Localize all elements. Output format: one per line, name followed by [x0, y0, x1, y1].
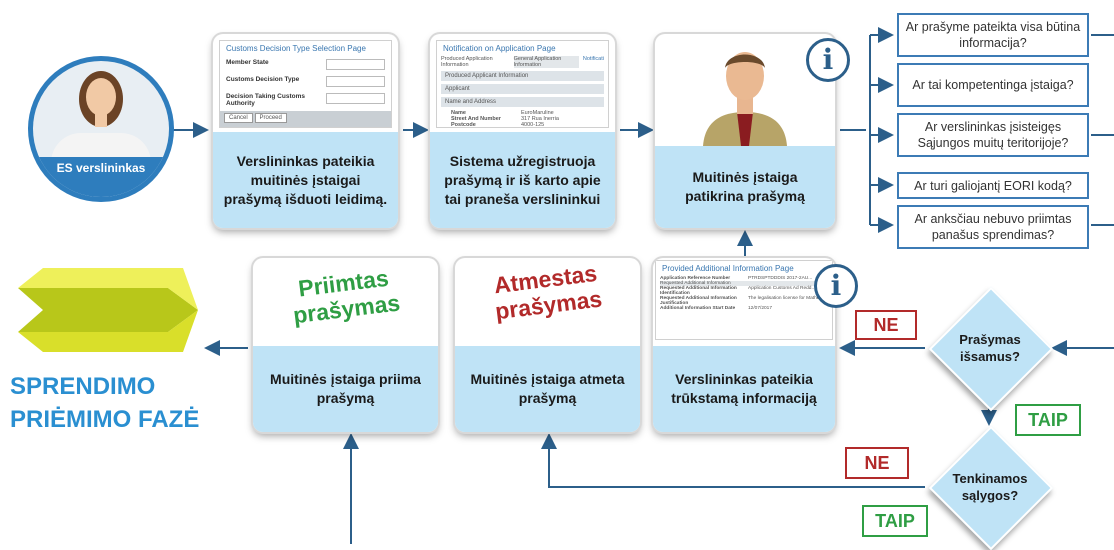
row-value: The legalisation license for Mathe ... — [748, 296, 825, 301]
phase-title: SPRENDIMO PRIĖMIMO FAZĖ — [10, 370, 199, 436]
row-key: Street And Number — [451, 116, 501, 122]
decision-complete-label: Prašymas išsamus? — [959, 332, 1021, 364]
row-value: PTRDSPTDDDIS 2017-2AU... — [748, 276, 813, 281]
member-state-field[interactable] — [326, 59, 385, 70]
step-reject-card: Atmestas prašymas Muitinės įstaiga atmet… — [455, 258, 640, 432]
additional-info-screenshot: Provided Additional Information Page App… — [655, 260, 833, 340]
field-label: Decision Taking Customs Authority — [226, 93, 305, 107]
question-box: Ar tai kompetentinga įstaiga? — [897, 63, 1089, 107]
section-bar: Produced Applicant Information — [441, 71, 604, 81]
decision-conditions-label: Tenkinamos sąlygos? — [952, 471, 1028, 503]
row-key: Name — [451, 110, 466, 116]
proceed-button[interactable]: Proceed — [254, 113, 287, 123]
step-caption: Muitinės įstaiga priima prašymą — [253, 346, 438, 432]
step-submit-card: Customs Decision Type Selection Page Mem… — [213, 34, 398, 228]
row-value: 4000-125 — [521, 122, 545, 128]
info-icon[interactable]: i — [806, 38, 850, 82]
phase-line-1: SPRENDIMO — [10, 373, 156, 400]
row-key: Application Reference Number — [660, 276, 731, 281]
section-bar: Applicant — [441, 84, 604, 94]
official-photo — [665, 42, 825, 146]
no-tag: NE — [845, 447, 909, 479]
authority-field[interactable] — [326, 93, 385, 104]
section-bar: Requested Additional Information — [660, 281, 828, 286]
step-register-card: Notification on Application Page Produce… — [430, 34, 615, 228]
question-box: Ar turi galiojantį EORI kodą? — [897, 172, 1089, 199]
actor-label: ES verslininkas — [33, 157, 169, 197]
yes-tag: TAIP — [862, 505, 928, 537]
row-value: 317 Rua Inerria — [521, 116, 559, 122]
notification-screenshot: Notification on Application Page Produce… — [436, 40, 609, 128]
question-box: Ar anksčiau nebuvo priimtas panašus spre… — [897, 205, 1089, 249]
row-key: Postcode — [451, 122, 476, 128]
phase-line-2: PRIĖMIMO FAZĖ — [10, 406, 200, 433]
step-caption: Muitinės įstaiga atmeta prašymą — [455, 346, 640, 432]
question-box: Ar prašyme pateikta visa būtina informac… — [897, 13, 1089, 57]
screen-title: Notification on Application Page — [443, 44, 556, 53]
tab-produced[interactable]: Produced Application Information — [441, 56, 493, 68]
screen-title: Provided Additional Information Page — [662, 264, 794, 273]
application-form-screenshot: Customs Decision Type Selection Page Mem… — [219, 40, 392, 128]
field-label: Customs Decision Type — [226, 76, 300, 83]
step-accept-card: Priimtas prašymas Muitinės įstaiga priim… — [253, 258, 438, 432]
actor-avatar: ES verslininkas — [28, 56, 174, 202]
step-caption: Muitinės įstaiga patikrina prašymą — [655, 146, 835, 228]
tab-general[interactable]: General Application Information — [513, 56, 579, 68]
tab-notification[interactable]: Notificati — [582, 56, 604, 62]
info-icon[interactable]: i — [814, 264, 858, 308]
person-icon — [68, 65, 134, 137]
row-key: Requested Additional Information Identif… — [660, 286, 737, 296]
step-supply-card: Provided Additional Information Page App… — [653, 258, 835, 432]
cancel-button[interactable]: Cancel — [224, 113, 253, 123]
screen-title: Customs Decision Type Selection Page — [226, 44, 366, 53]
question-box: Ar verslininkas įsisteigęs Sąjungos muit… — [897, 113, 1089, 157]
arrow-ne-to-reject — [541, 433, 925, 488]
step-caption: Verslininkas pateikia trūkstamą informac… — [653, 346, 835, 432]
row-value: EuroMaruline — [521, 110, 554, 116]
row-key: Requested Additional Information Justifi… — [660, 296, 737, 306]
step-caption: Sistema užregistruoja prašymą ir iš kart… — [430, 132, 615, 228]
no-tag: NE — [855, 310, 917, 340]
decision-type-field[interactable] — [326, 76, 385, 87]
field-label: Member State — [226, 59, 269, 66]
accepted-stamp: Priimtas prašymas — [291, 264, 402, 329]
step-caption: Verslininkas pateikia muitinės įstaigai … — [213, 132, 398, 228]
step-check-card: Muitinės įstaiga patikrina prašymą — [655, 34, 835, 228]
rejected-stamp: Atmestas prašymas — [492, 259, 604, 325]
row-value: 12/07/2017 — [748, 306, 773, 311]
yes-tag: TAIP — [1015, 404, 1081, 436]
phase-arrow-shape — [18, 268, 198, 352]
row-key: Additional Information Start Date — [660, 306, 736, 311]
row-value: Application Customs Ad Redd... — [748, 286, 816, 291]
section-bar: Name and Address — [441, 97, 604, 107]
